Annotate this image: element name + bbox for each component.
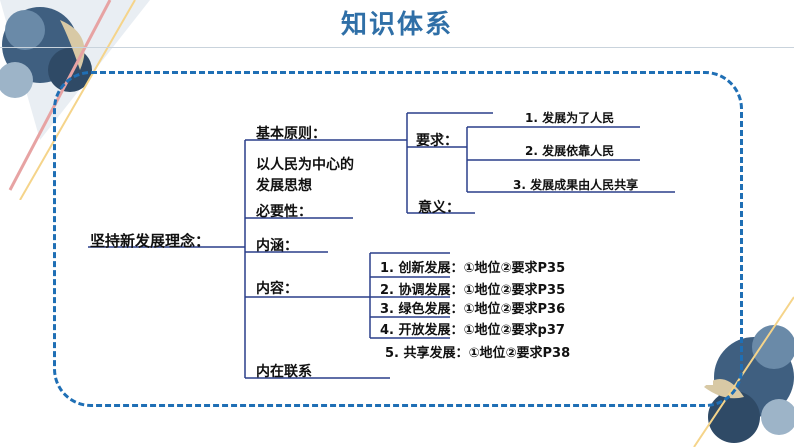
content-item-1: 1. 创新发展：①地位②要求P35 — [380, 261, 566, 276]
page-title: 知识体系 — [340, 9, 453, 40]
floral-decoration-bottom-right — [693, 296, 794, 447]
content-label: 内容： — [256, 281, 298, 297]
meaning-label: 意义： — [418, 200, 460, 216]
content-item-3: 3. 绿色发展：①地位②要求P36 — [380, 302, 566, 317]
requirement-1: 1. 发展为了人民 — [525, 111, 615, 125]
principle-label: 基本原则： — [256, 126, 326, 142]
requirement-label: 要求： — [416, 133, 458, 149]
divider — [0, 47, 794, 48]
principle-text-line2: 发展思想 — [256, 178, 312, 194]
requirement-3: 3. 发展成果由人民共享 — [513, 178, 639, 192]
principle-text-line1: 以人民为中心的 — [256, 157, 354, 173]
content-item-4: 4. 开放发展：①地位②要求p37 — [380, 323, 565, 338]
mindmap-panel: 坚持新发展理念： 基本原则： 以人民为中心的 发展思想 要求： 1. 发展为了人… — [85, 100, 713, 385]
root-node: 坚持新发展理念： — [90, 232, 211, 250]
connotation-label: 内涵： — [256, 238, 298, 254]
content-item-2: 2. 协调发展：①地位②要求P35 — [380, 283, 566, 298]
mindmap-connectors — [88, 112, 675, 379]
content-item-5: 5. 共享发展：①地位②要求P38 — [385, 346, 571, 361]
floral-decoration-top-left — [0, 0, 150, 200]
necessity-label: 必要性： — [256, 204, 312, 220]
dashed-frame — [53, 71, 743, 407]
relation-label: 内在联系 — [256, 364, 312, 380]
requirement-2: 2. 发展依靠人民 — [525, 144, 615, 158]
header: 知识体系 — [0, 0, 794, 44]
